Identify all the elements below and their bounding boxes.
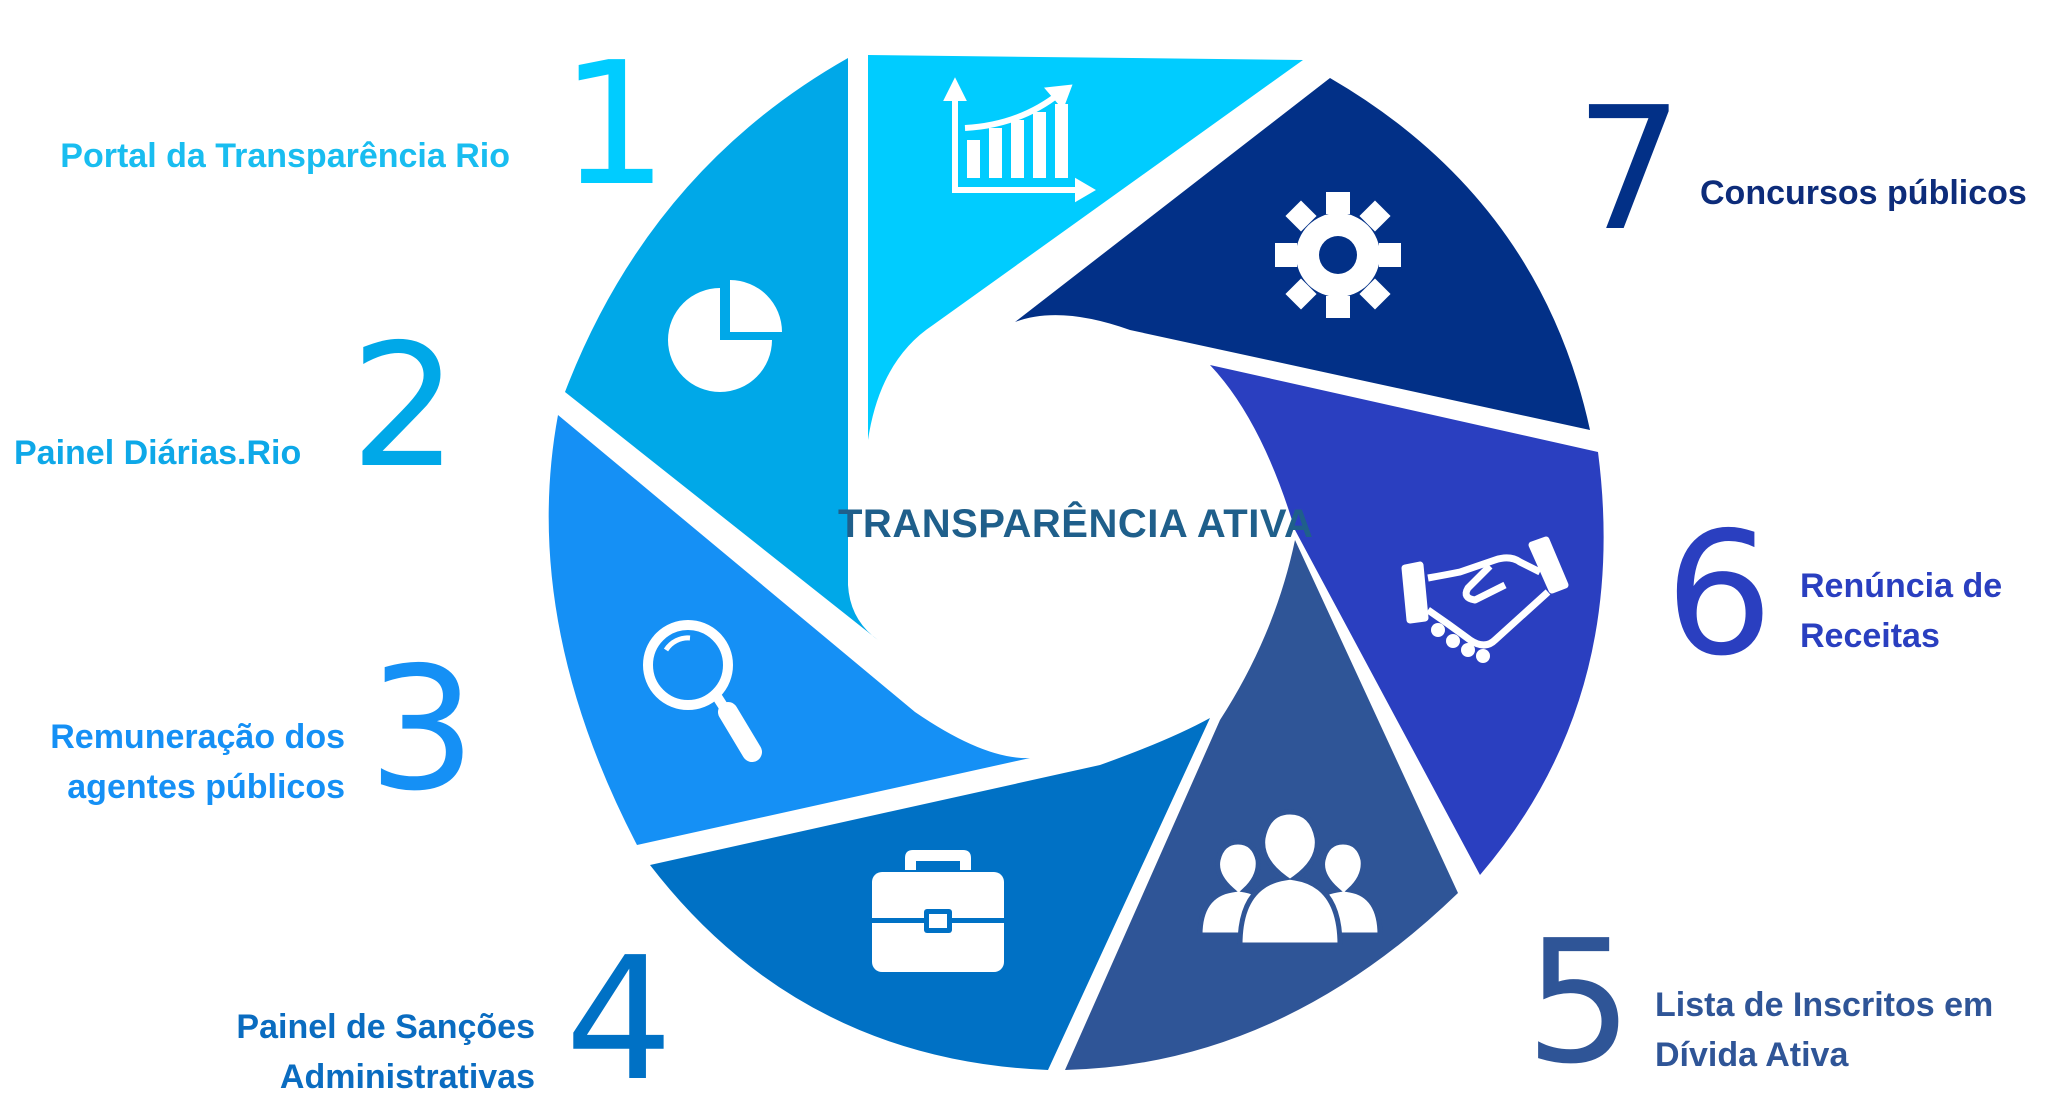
briefcase-icon: [872, 850, 1004, 972]
bar-chart-icon: [943, 77, 1096, 203]
label-2: Painel Diárias.Rio: [14, 434, 302, 472]
number-7: 7: [1575, 71, 1684, 269]
label-1: Portal da Transparência Rio: [60, 137, 510, 175]
gear-icon: [1275, 192, 1401, 318]
label-5: Lista de Inscritos em Dívida Ativa: [1655, 986, 1994, 1074]
handshake-icon: [1401, 536, 1569, 663]
number-5: 5: [1525, 904, 1634, 1102]
number-2: 2: [350, 308, 459, 506]
number-6: 6: [1665, 496, 1774, 694]
pie-chart-icon: [668, 280, 782, 392]
label-7: Concursos públicos: [1700, 174, 2027, 212]
label-3: Remuneração dos agentes públicos: [50, 718, 345, 806]
number-1: 1: [560, 26, 669, 224]
segment-3: [548, 415, 1030, 845]
label-6: Renúncia de Receitas: [1800, 567, 2003, 655]
center-title: TRANSPARÊNCIA ATIVA: [838, 502, 1314, 546]
number-3: 3: [368, 631, 477, 829]
label-4: Painel de Sanções Administrativas: [236, 1008, 535, 1096]
magnifier-icon: [643, 620, 762, 762]
people-icon: [1197, 809, 1383, 948]
number-4: 4: [565, 921, 674, 1119]
